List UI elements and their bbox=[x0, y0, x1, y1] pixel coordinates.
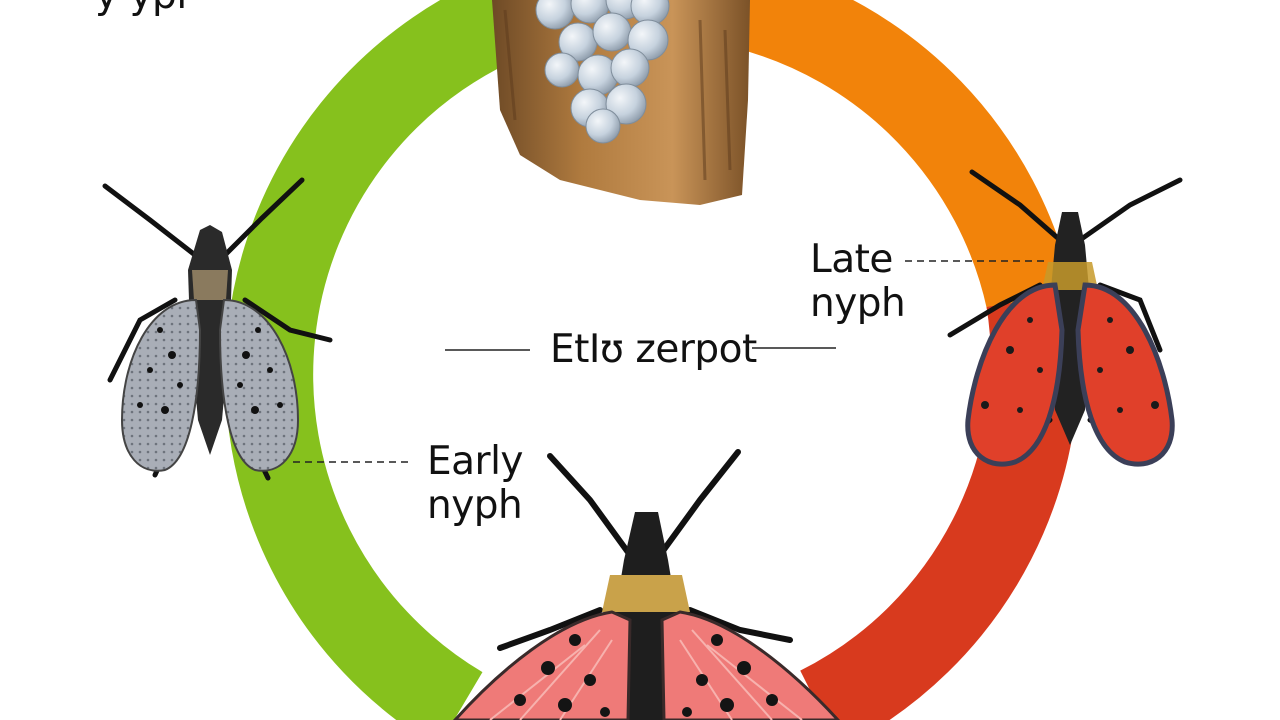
top-left-stage-label: y ypi bbox=[95, 0, 187, 18]
early-nymph-image bbox=[102, 177, 333, 481]
early-nymph-label-line2: nyph bbox=[427, 483, 523, 528]
center-label: EtIʊ zerpot bbox=[550, 328, 757, 372]
late-nymph-image bbox=[947, 169, 1183, 467]
center-label-text: EtIʊ zerpot bbox=[550, 327, 757, 372]
leader-lines bbox=[293, 260, 1045, 463]
ring-segment-orange bbox=[733, 0, 1073, 310]
early-nymph-label-line1: Early bbox=[427, 439, 524, 484]
egg-mass-image bbox=[492, 0, 750, 205]
early-nymph-label: Early nyph bbox=[427, 439, 524, 528]
ring-segment-green bbox=[225, 0, 550, 720]
top-left-stage-text: y ypi bbox=[95, 0, 187, 18]
late-nymph-label: Late nyph bbox=[810, 237, 906, 326]
late-nymph-label-line2: nyph bbox=[810, 281, 906, 326]
late-nymph-label-line1: Late bbox=[810, 237, 893, 282]
